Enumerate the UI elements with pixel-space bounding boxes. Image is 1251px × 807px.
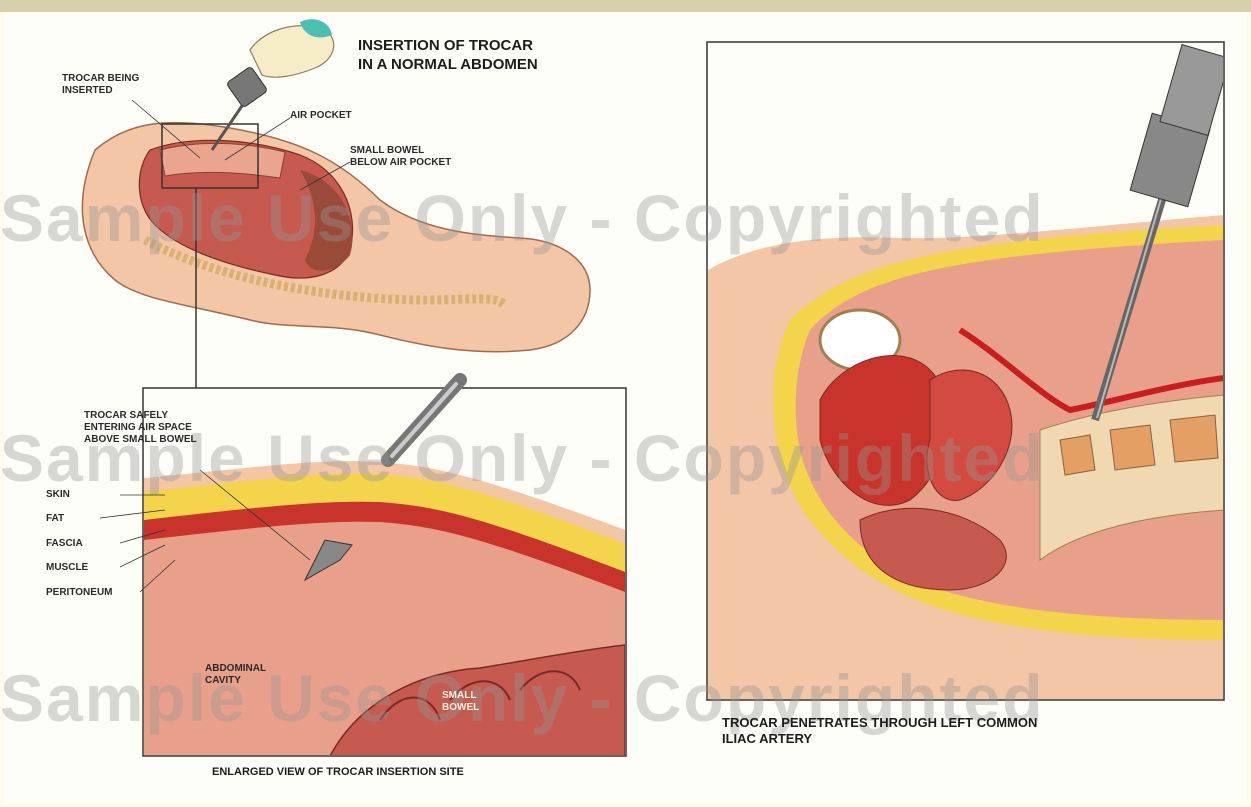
air-pocket [160,143,285,178]
caption-enlarged-view: ENLARGED VIEW OF TROCAR INSERTION SITE [212,764,464,780]
label-skin: SKIN [46,489,70,501]
main-title: INSERTION OF TROCAR IN A NORMAL ABDOMEN [358,36,538,74]
pelvic-section-view [707,42,1230,700]
label-fat: FAT [46,513,64,525]
label-trocar-safely: TROCAR SAFELY ENTERING AIR SPACE ABOVE S… [84,410,197,446]
label-peritoneum: PERITONEUM [46,587,113,599]
label-muscle: MUSCLE [46,562,88,574]
caption-right-panel: TROCAR PENETRATES THROUGH LEFT COMMON IL… [722,715,1037,747]
label-fascia: FASCIA [46,538,83,550]
abdomen-side-view [82,19,590,388]
label-abdominal-cavity: ABDOMINAL CAVITY [205,663,266,687]
label-trocar-being-inserted: TROCAR BEING INSERTED [62,73,139,97]
label-small-bowel: SMALL BOWEL [442,690,479,714]
label-small-bowel-below: SMALL BOWEL BELOW AIR POCKET [350,145,451,169]
label-air-pocket: AIR POCKET [290,110,352,122]
